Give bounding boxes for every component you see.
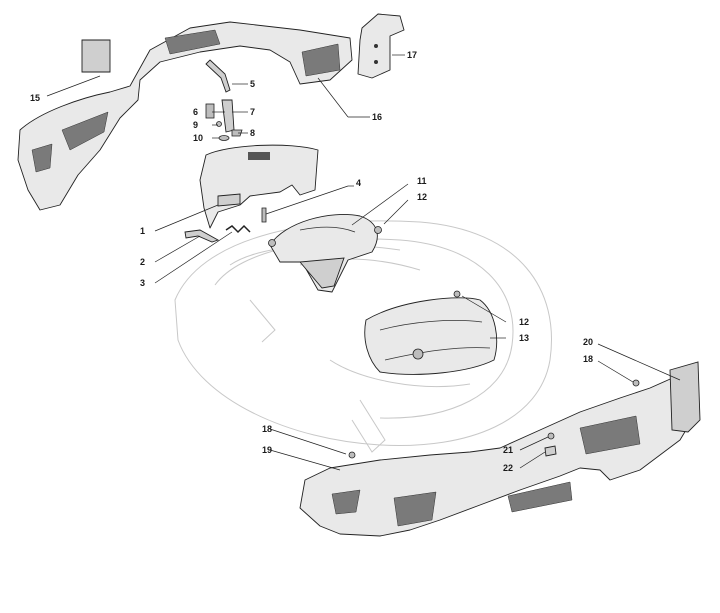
callout-17: 17 — [407, 50, 417, 60]
callout-18-left: 18 — [262, 424, 272, 434]
rear-flap — [199, 144, 319, 229]
callout-13: 13 — [519, 333, 529, 343]
callout-19: 19 — [262, 445, 272, 455]
leader-lines — [46, 54, 681, 471]
callout-22: 22 — [503, 463, 513, 473]
callout-6: 6 — [193, 107, 198, 117]
callout-15: 15 — [30, 93, 40, 103]
callout-12-upper: 12 — [417, 192, 427, 202]
callout-10: 10 — [193, 133, 203, 143]
callout-21: 21 — [503, 445, 513, 455]
callout-12-lower: 12 — [519, 317, 529, 327]
rod-spring-pin — [184, 207, 267, 243]
callout-1: 1 — [140, 226, 145, 236]
engine-cover — [364, 290, 498, 375]
callout-16: 16 — [372, 112, 382, 122]
callout-7: 7 — [250, 107, 255, 117]
callout-3: 3 — [140, 278, 145, 288]
callout-11: 11 — [417, 176, 427, 186]
callout-20: 20 — [583, 337, 593, 347]
callout-2: 2 — [140, 257, 145, 267]
callout-18-right: 18 — [583, 354, 593, 364]
central-cover — [268, 214, 382, 293]
callout-8: 8 — [250, 128, 255, 138]
callout-4: 4 — [356, 178, 361, 188]
lower-rear-guard — [299, 361, 701, 537]
callout-5: 5 — [250, 79, 255, 89]
upper-rear-guard — [17, 21, 353, 211]
callout-9: 9 — [193, 120, 198, 130]
small-hardware — [205, 59, 243, 141]
mounting-bracket — [357, 13, 405, 79]
callout-labels: 15 5 6 7 9 8 10 17 16 1 2 3 4 11 12 12 1… — [30, 50, 593, 473]
